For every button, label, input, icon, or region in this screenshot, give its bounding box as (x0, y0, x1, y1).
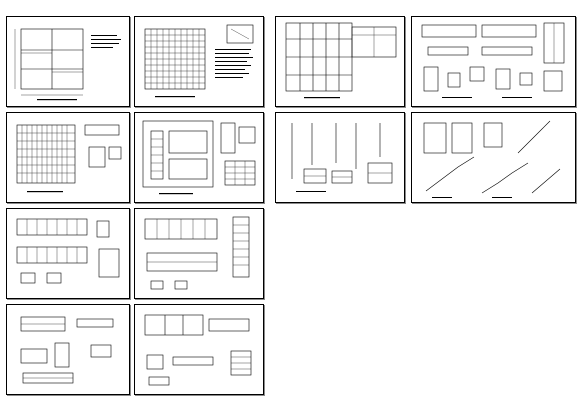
sheet-3-drawing (285, 22, 397, 99)
sheet-6-drawing (142, 120, 256, 195)
drawing-sheet-11[interactable] (6, 304, 130, 395)
sheet-12-drawing (144, 314, 252, 386)
drawing-sheet-8[interactable] (411, 112, 576, 203)
drawing-sheet-10[interactable] (134, 208, 264, 299)
sheet-10-drawing (144, 216, 250, 290)
sheet-5-drawing (16, 124, 122, 193)
sheet-1-drawing (14, 28, 121, 101)
drawing-sheet-3[interactable] (275, 16, 405, 107)
drawing-sheet-12[interactable] (134, 304, 264, 395)
drawing-sheet-2[interactable] (134, 16, 264, 107)
sheet-9-drawing (16, 218, 120, 284)
drawing-sheet-9[interactable] (6, 208, 130, 299)
sheet-7-drawing (291, 123, 393, 192)
drawing-sheet-7[interactable] (275, 112, 405, 203)
drawing-sheet-4[interactable] (411, 16, 576, 107)
drawing-sheet-1[interactable] (6, 16, 130, 107)
sheet-11-drawing (20, 316, 114, 384)
sheet-8-drawing (423, 120, 561, 198)
sheet-2-drawing (144, 24, 254, 98)
drawing-sheet-6[interactable] (134, 112, 264, 203)
drawing-sheet-5[interactable] (6, 112, 130, 203)
sheet-4-drawing (421, 22, 565, 98)
